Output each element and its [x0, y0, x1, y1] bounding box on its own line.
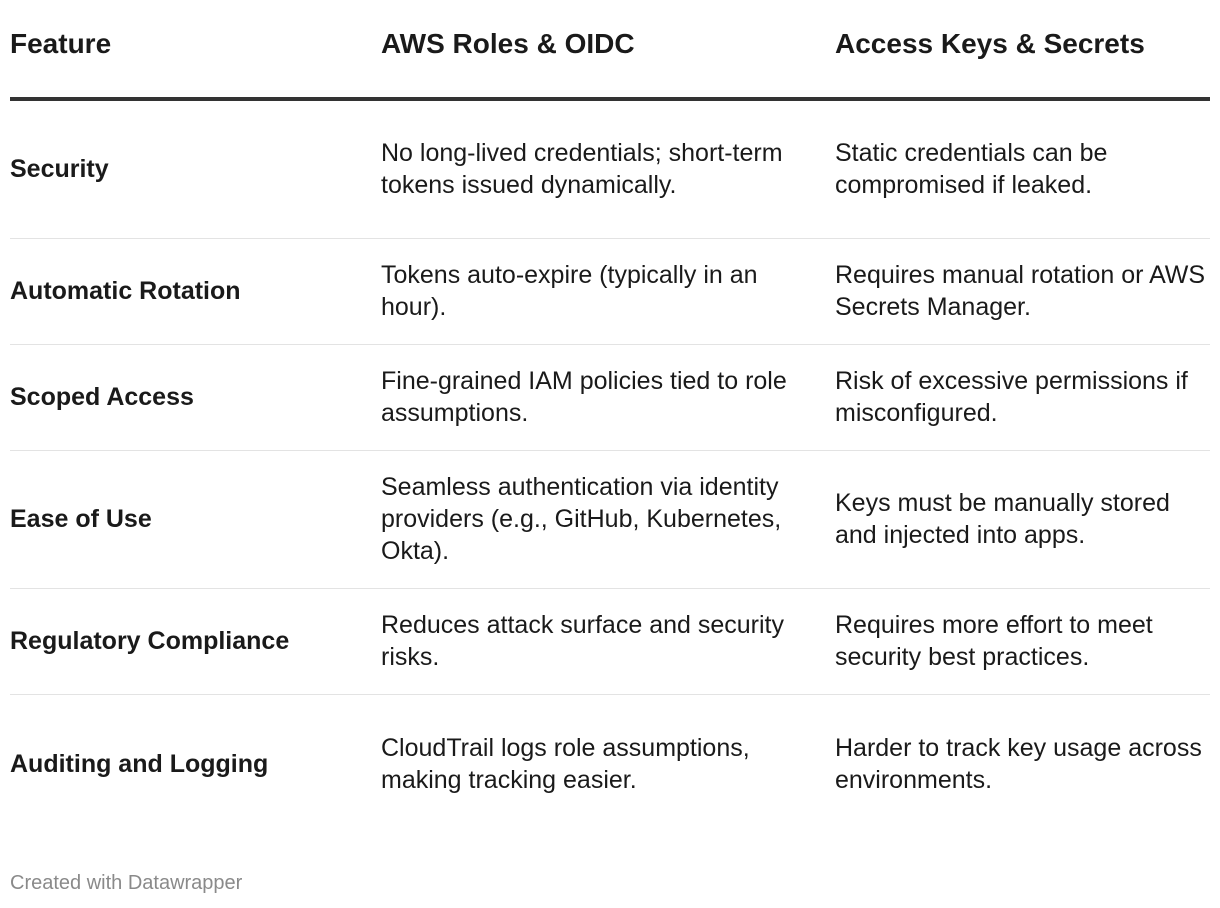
aws-roles-oidc-cell: Seamless authentication via identity pro… — [381, 450, 835, 589]
feature-cell: Scoped Access — [10, 344, 381, 451]
table-header: Feature AWS Roles & OIDC Access Keys & S… — [10, 0, 1210, 101]
table-row: Scoped Access Fine-grained IAM policies … — [10, 344, 1210, 451]
access-keys-secrets-cell: Keys must be manually stored and injecte… — [835, 450, 1210, 589]
column-header-feature: Feature — [10, 0, 381, 101]
access-keys-secrets-cell: Harder to track key usage across environ… — [835, 734, 1202, 795]
table-row: Security No long-lived credentials; shor… — [10, 99, 1210, 239]
datawrapper-credit: Created with Datawrapper — [10, 872, 243, 894]
aws-roles-oidc-cell: Tokens auto-expire (typically in an hour… — [381, 238, 835, 345]
table-row: Regulatory Compliance Reduces attack sur… — [10, 588, 1210, 695]
column-header-access-keys-secrets: Access Keys & Secrets — [835, 0, 1210, 101]
comparison-table-container: Feature AWS Roles & OIDC Access Keys & S… — [10, 0, 1210, 834]
table-row: Automatic Rotation Tokens auto-expire (t… — [10, 238, 1210, 345]
comparison-table: Feature AWS Roles & OIDC Access Keys & S… — [10, 0, 1210, 834]
table-body: Security No long-lived credentials; shor… — [10, 99, 1210, 834]
header-row: Feature AWS Roles & OIDC Access Keys & S… — [10, 0, 1210, 101]
column-header-aws-roles-oidc: AWS Roles & OIDC — [381, 0, 835, 101]
feature-cell: Security — [10, 99, 381, 239]
table-row: Ease of Use Seamless authentication via … — [10, 450, 1210, 589]
table-row: Auditing and Logging CloudTrail logs rol… — [10, 694, 1210, 834]
feature-cell: Regulatory Compliance — [10, 588, 381, 695]
feature-cell: Ease of Use — [10, 450, 381, 589]
aws-roles-oidc-cell: Fine-grained IAM policies tied to role a… — [381, 344, 835, 451]
aws-roles-oidc-cell: CloudTrail logs role assumptions, making… — [381, 734, 750, 795]
access-keys-secrets-cell: Requires more effort to meet security be… — [835, 588, 1210, 695]
aws-roles-oidc-cell: No long-lived credentials; short-term to… — [381, 99, 835, 239]
access-keys-secrets-cell: Static credentials can be compromised if… — [835, 99, 1210, 239]
feature-cell: Automatic Rotation — [10, 238, 381, 345]
feature-cell: Auditing and Logging — [10, 750, 269, 779]
access-keys-secrets-cell: Requires manual rotation or AWS Secrets … — [835, 238, 1210, 345]
access-keys-secrets-cell: Risk of excessive permissions if misconf… — [835, 344, 1210, 451]
aws-roles-oidc-cell: Reduces attack surface and security risk… — [381, 588, 835, 695]
